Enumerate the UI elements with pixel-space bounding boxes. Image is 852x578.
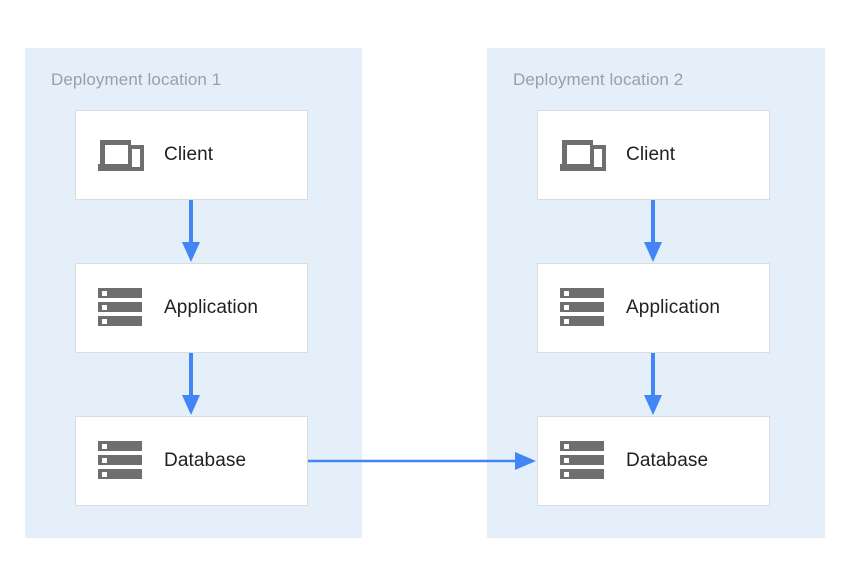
node-database-1-label: Database xyxy=(164,450,247,471)
node-application-1[interactable]: Application xyxy=(75,263,308,353)
arrow-database-1-to-database-2 xyxy=(308,450,537,472)
node-client-2[interactable]: Client xyxy=(537,110,770,200)
server-icon xyxy=(560,286,608,330)
arrow-app-2-to-database-2 xyxy=(642,353,664,416)
arrow-client-1-to-app-1 xyxy=(180,200,202,263)
zone-2-title: Deployment location 2 xyxy=(513,70,684,89)
node-application-1-label: Application xyxy=(164,297,259,318)
node-application-2[interactable]: Application xyxy=(537,263,770,353)
devices-icon xyxy=(560,135,608,175)
server-icon xyxy=(98,286,146,330)
deployment-zone-2: Deployment location 2 Client xyxy=(487,48,825,538)
devices-icon xyxy=(98,135,146,175)
node-client-2-label: Client xyxy=(626,144,676,165)
deployment-zone-1: Deployment location 1 Client xyxy=(25,48,362,538)
arrow-app-1-to-database-1 xyxy=(180,353,202,416)
server-icon xyxy=(98,439,146,483)
node-client-1-label: Client xyxy=(164,144,214,165)
zone-1-title: Deployment location 1 xyxy=(51,70,222,89)
node-database-2[interactable]: Database xyxy=(537,416,770,506)
node-database-1[interactable]: Database xyxy=(75,416,308,506)
arrow-client-2-to-app-2 xyxy=(642,200,664,263)
server-icon xyxy=(560,439,608,483)
node-client-1[interactable]: Client xyxy=(75,110,308,200)
node-database-2-label: Database xyxy=(626,450,709,471)
node-application-2-label: Application xyxy=(626,297,721,318)
